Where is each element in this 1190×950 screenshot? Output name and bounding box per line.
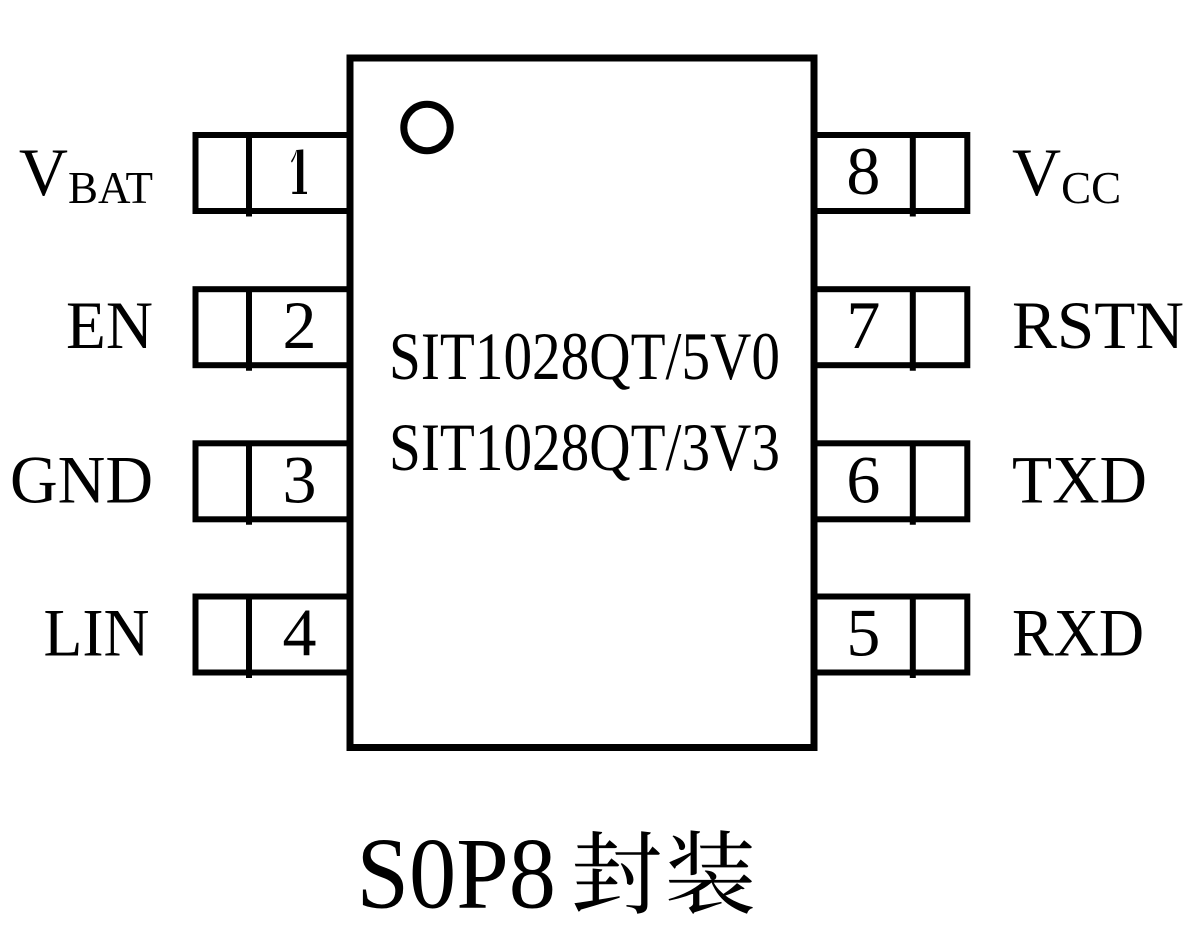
svg-text:6: 6 — [846, 441, 880, 517]
svg-text:SIT1028QT/5V0: SIT1028QT/5V0 — [389, 318, 780, 394]
svg-text:3: 3 — [283, 441, 317, 517]
svg-text:5: 5 — [846, 595, 880, 671]
svg-text:8: 8 — [846, 133, 880, 209]
svg-text:S0P8: S0P8 — [357, 818, 557, 931]
svg-text:SIT1028QT/3V3: SIT1028QT/3V3 — [389, 409, 780, 485]
svg-text:7: 7 — [846, 287, 880, 363]
svg-text:4: 4 — [283, 595, 317, 671]
svg-text:RXD: RXD — [1012, 595, 1144, 671]
svg-text:TXD: TXD — [1012, 441, 1147, 517]
svg-text:EN: EN — [66, 287, 153, 363]
svg-text:2: 2 — [283, 287, 317, 363]
svg-text:GND: GND — [10, 441, 153, 517]
svg-text:LIN: LIN — [44, 595, 150, 671]
svg-text:RSTN: RSTN — [1012, 287, 1184, 363]
